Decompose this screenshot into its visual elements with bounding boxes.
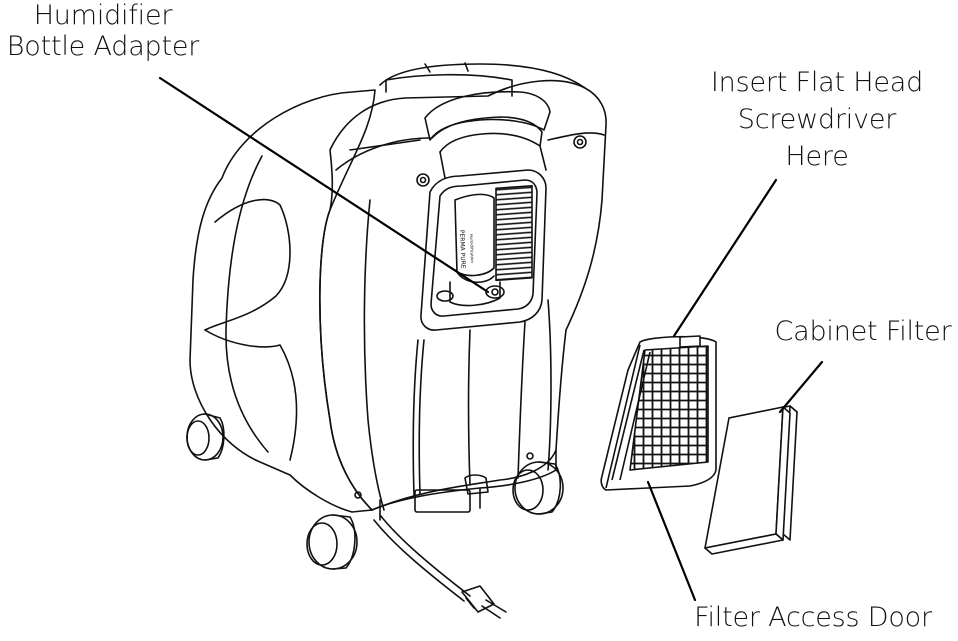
filter-access-door <box>600 335 717 491</box>
leader-humidifier-adapter <box>158 76 490 294</box>
humidifier-label-line-2: Bottle Adapter <box>6 31 200 63</box>
rear-left-wheel <box>186 413 225 461</box>
screwdriver-label-line-3: Here <box>785 141 849 173</box>
leader-filter-door <box>646 480 697 602</box>
cabinet-filter <box>704 405 798 555</box>
humidifier-label-line-1: Humidifier <box>33 0 173 31</box>
bottle-sub-text: Humidification <box>469 234 475 264</box>
screwdriver-label-line-1: Insert Flat Head <box>710 67 924 98</box>
screwdriver-label-line-2: Screwdriver <box>737 104 897 136</box>
bottle-brand-text: PERMA PURE <box>458 230 466 269</box>
leader-lines <box>158 76 824 602</box>
cabinet-filter-label: Cabinet Filter <box>774 316 952 347</box>
concentrator-body: PERMA PURE Humidification <box>186 62 607 619</box>
filter-access-door-label: Filter Access Door <box>694 602 932 633</box>
front-right-wheel <box>512 461 564 515</box>
screwdriver-label: Insert Flat Head Screwdriver Here <box>702 63 932 176</box>
humidifier-bottle-adapter-label: Humidifier Bottle Adapter <box>0 0 206 66</box>
front-left-wheel <box>306 514 358 570</box>
leader-screwdriver <box>672 178 778 338</box>
leader-cabinet-filter <box>778 360 824 414</box>
